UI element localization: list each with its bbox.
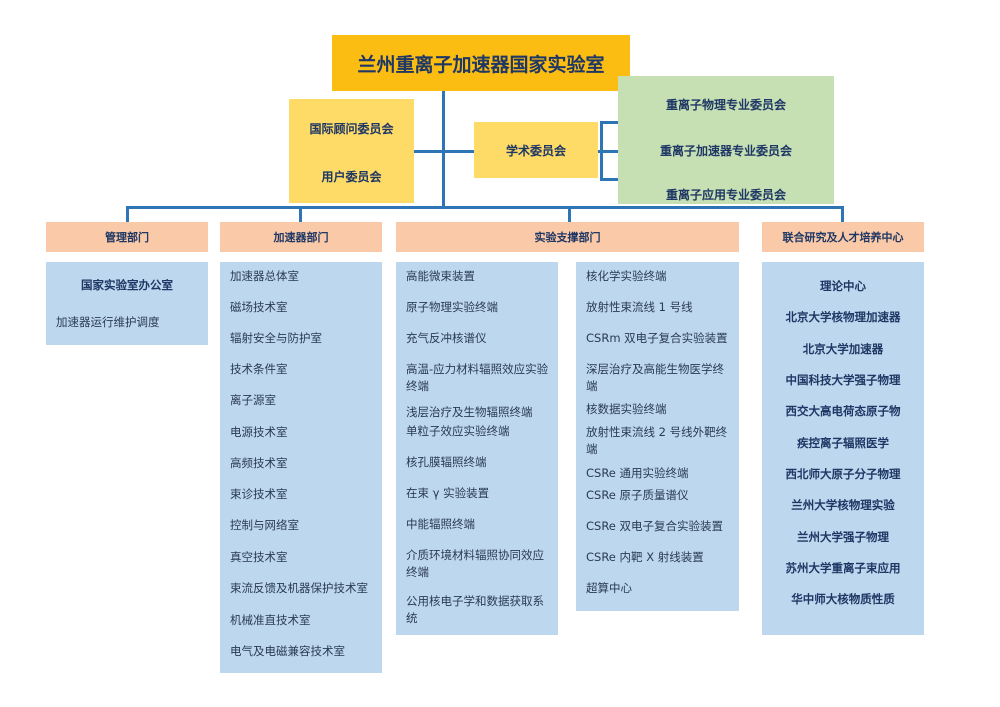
list-item: 中国科技大学强子物理 <box>785 373 901 387</box>
list-item: 放射性束流线 1 号线 <box>586 300 693 314</box>
list-item: 原子物理实验终端 <box>406 300 498 314</box>
dept-header-accel: 加速器部门 <box>220 222 382 252</box>
user-committee: 用户委员会 <box>321 170 382 184</box>
list-item: 磁场技术室 <box>230 300 288 314</box>
left-committee-link <box>414 150 442 153</box>
academic-link <box>445 150 474 153</box>
list-item: CSRe 内靶 X 射线装置 <box>586 550 704 564</box>
dept-header-exp: 实验支撑部门 <box>396 222 739 252</box>
list-item: 放射性束流线 2 号线外靶终端 <box>586 425 728 456</box>
list-item: 加速器运行维护调度 <box>56 315 160 329</box>
list-item: 北京大学核物理加速器 <box>785 310 901 324</box>
list-item: 兰州大学强子物理 <box>797 530 889 544</box>
joint-list: 理论中心 北京大学核物理加速器 北京大学加速器 中国科技大学强子物理 西交大高电… <box>762 262 924 635</box>
list-item: 苏州大学重离子束应用 <box>785 561 901 575</box>
list-item: 疾控离子辐照医学 <box>797 436 889 450</box>
list-item: 束诊技术室 <box>230 487 288 501</box>
drop-joint <box>841 206 844 222</box>
list-item: 公用核电子学和数据获取系统 <box>406 594 544 625</box>
drop-exp <box>568 206 571 222</box>
list-item: 核数据实验终端 <box>586 402 667 416</box>
list-item: CSRm 双电子复合实验装置 <box>586 331 728 345</box>
list-item: 充气反冲核谱仪 <box>406 331 487 345</box>
list-item: 核化学实验终端 <box>586 269 667 283</box>
list-item: 高温-应力材料辐照效应实验终端 <box>406 362 549 393</box>
bracket-mid <box>598 150 620 153</box>
list-item: 高能微束装置 <box>406 269 475 283</box>
professional-committees-box: 重离子物理专业委员会 重离子加速器专业委员会 重离子应用专业委员会 <box>618 76 834 204</box>
list-item: CSRe 原子质量谱仪 <box>586 488 689 502</box>
list-item: 中能辐照终端 <box>406 517 475 531</box>
list-item: 西交大高电荷态原子物 <box>785 404 901 418</box>
list-item: 浅层治疗及生物辐照终端 <box>406 405 533 419</box>
list-item: 介质环境材料辐照协同效应终端 <box>406 548 544 579</box>
bracket-bottom <box>600 178 620 181</box>
bracket-top <box>600 121 620 124</box>
academic-committee: 学术委员会 <box>474 122 598 178</box>
list-item: 华中师大核物质性质 <box>791 592 895 606</box>
list-item: 理论中心 <box>820 279 866 293</box>
list-item: CSRe 通用实验终端 <box>586 466 689 480</box>
dept-header-joint: 联合研究及人才培养中心 <box>762 222 924 252</box>
exp-list-left: 高能微束装置 原子物理实验终端 充气反冲核谱仪 高温-应力材料辐照效应实验终端 … <box>396 262 558 635</box>
heavy-ion-accelerator-committee: 重离子加速器专业委员会 <box>659 144 792 158</box>
list-item: 兰州大学核物理实验 <box>791 498 895 512</box>
list-item: 机械准直技术室 <box>230 613 311 627</box>
list-item: 技术条件室 <box>230 362 288 376</box>
list-item: 真空技术室 <box>230 550 288 564</box>
list-item: CSRe 双电子复合实验装置 <box>586 519 724 533</box>
drop-mgmt <box>126 206 129 222</box>
dept-header-mgmt: 管理部门 <box>46 222 208 252</box>
list-item: 控制与网络室 <box>230 518 299 532</box>
exp-list-right: 核化学实验终端 放射性束流线 1 号线 CSRm 双电子复合实验装置 深层治疗及… <box>576 262 739 611</box>
list-item: 超算中心 <box>586 581 632 595</box>
accel-list: 加速器总体室 磁场技术室 辐射安全与防护室 技术条件室 离子源室 电源技术室 高… <box>220 262 382 673</box>
list-item: 西北师大原子分子物理 <box>785 467 901 481</box>
drop-accel <box>299 206 302 222</box>
list-item: 高频技术室 <box>230 456 288 470</box>
horizontal-bus <box>126 206 844 209</box>
list-item: 加速器总体室 <box>230 269 299 283</box>
list-item: 北京大学加速器 <box>802 342 884 356</box>
list-item: 单粒子效应实验终端 <box>406 424 510 438</box>
heavy-ion-application-committee: 重离子应用专业委员会 <box>665 188 786 202</box>
list-item: 在束 γ 实验装置 <box>406 486 490 500</box>
mgmt-list: 国家实验室办公室 加速器运行维护调度 <box>46 262 208 345</box>
list-item: 核孔膜辐照终端 <box>406 455 487 469</box>
trunk-line <box>442 91 445 207</box>
list-item: 国家实验室办公室 <box>81 278 173 292</box>
list-item: 深层治疗及高能生物医学终端 <box>586 362 724 393</box>
list-item: 束流反馈及机器保护技术室 <box>230 581 368 595</box>
lab-title: 兰州重离子加速器国家实验室 <box>332 35 630 91</box>
list-item: 电气及电磁兼容技术室 <box>230 644 345 658</box>
left-committees-box: 国际顾问委员会 用户委员会 <box>289 99 414 203</box>
list-item: 辐射安全与防护室 <box>230 331 322 345</box>
heavy-ion-physics-committee: 重离子物理专业委员会 <box>665 98 786 112</box>
list-item: 电源技术室 <box>230 425 288 439</box>
international-advisory-committee: 国际顾问委员会 <box>309 122 394 136</box>
list-item: 离子源室 <box>230 393 276 407</box>
